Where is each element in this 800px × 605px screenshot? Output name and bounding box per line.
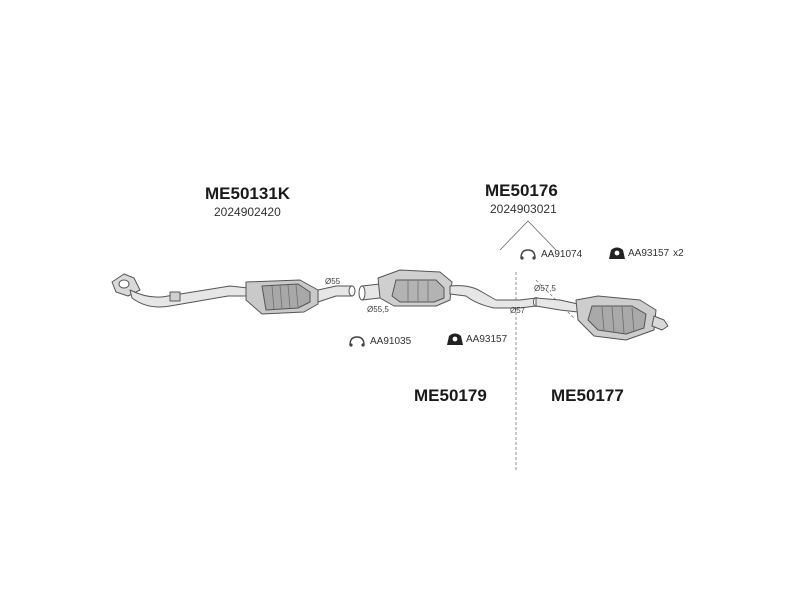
front-part-code: ME50131K — [205, 184, 291, 203]
rear-part-code: ME50177 — [551, 386, 624, 405]
front-oem-number: 2024902420 — [214, 205, 281, 219]
mount-rear-qty: x2 — [673, 247, 684, 259]
mount-rear-code: AA93157 — [628, 247, 670, 259]
clamp-mid-code: AA91035 — [370, 335, 412, 347]
clamp-mid: AA91035 — [348, 334, 411, 348]
clamp-icon — [349, 336, 365, 347]
diameter-label-front-outlet: Ø55 — [325, 277, 341, 286]
middle-part-code: ME50179 — [414, 386, 487, 405]
rear-assembly-oem-number: 2024903021 — [490, 202, 557, 216]
rubber-mount-icon — [609, 247, 625, 259]
clamp-rear-code: AA91074 — [541, 248, 583, 260]
diameter-label-mid-outlet: Ø57,5 — [534, 284, 556, 293]
diameter-label-rear-inlet: Ø57 — [510, 306, 526, 315]
mount-mid-code: AA93157 — [466, 333, 508, 345]
mount-rear: AA93157 x2 — [608, 246, 684, 260]
rubber-mount-icon — [447, 333, 463, 345]
assembly-leader-lines — [499, 220, 557, 251]
front-pipe-catalyst — [111, 273, 356, 315]
clamp-rear: AA91074 — [519, 247, 582, 261]
clamp-icon — [520, 249, 536, 260]
diameter-label-mid-inlet: Ø55,5 — [367, 305, 389, 314]
mount-mid: AA93157 — [446, 332, 507, 346]
rear-silencer — [535, 295, 669, 341]
rear-assembly-part-code: ME50176 — [485, 181, 558, 200]
middle-silencer — [358, 269, 539, 309]
